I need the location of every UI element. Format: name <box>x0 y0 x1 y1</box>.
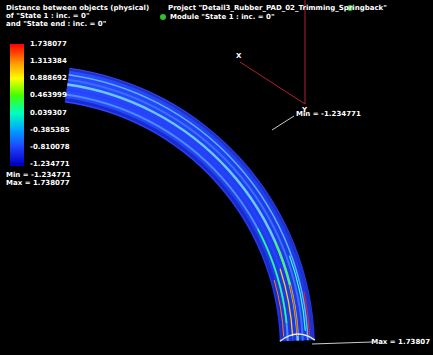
legend-value: 1.313384 <box>30 57 67 65</box>
legend-max: Max = 1.738077 <box>6 179 70 187</box>
legend-value: 0.888692 <box>30 74 67 82</box>
project-title: Project "Detail3_Rubber_PAD_02_Trimming_… <box>168 4 387 12</box>
legend-title: and "State end : inc. = 0" <box>6 20 106 28</box>
legend-value: 0.463999 <box>30 91 67 99</box>
leader-line <box>272 116 294 130</box>
legend-title: of "State 1 : inc. = 0" <box>6 12 90 20</box>
tube-shading <box>275 241 298 331</box>
tube-shading <box>304 292 310 336</box>
tube-shading <box>290 285 298 336</box>
tube-body <box>65 68 315 342</box>
status-dot <box>160 14 166 20</box>
legend-swatch <box>10 163 24 166</box>
legend-value: 1.738077 <box>30 40 67 48</box>
axis-label: X <box>236 52 241 60</box>
leader-line <box>312 342 372 344</box>
tube-shading <box>69 70 312 340</box>
tube-shading <box>289 256 305 331</box>
tube-shading <box>280 269 293 337</box>
axis-line <box>240 62 305 104</box>
legend-swatch <box>10 95 24 113</box>
max-callout: Max = 1.73807 <box>371 338 430 346</box>
module-title: Module "State 1 : inc. = 0" <box>170 13 275 21</box>
legend-swatch <box>10 113 24 131</box>
tube-shading <box>65 68 315 342</box>
axis-line <box>305 0 306 104</box>
legend-swatch <box>10 130 24 148</box>
tube-shading <box>280 334 315 341</box>
legend-value: -0.810078 <box>30 143 70 151</box>
legend-swatch <box>10 44 24 62</box>
legend-value: 0.039307 <box>30 109 67 117</box>
legend-swatch <box>10 61 24 79</box>
legend-min: Min = -1.234771 <box>6 171 71 179</box>
legend-value: -1.234771 <box>30 160 70 168</box>
min-callout: Min = -1.234771 <box>296 110 361 118</box>
legend-title: Distance between objects (physical) <box>6 4 149 12</box>
tube-shading <box>274 280 284 337</box>
legend-value: -0.385385 <box>30 126 70 134</box>
legend-swatch <box>10 78 24 96</box>
